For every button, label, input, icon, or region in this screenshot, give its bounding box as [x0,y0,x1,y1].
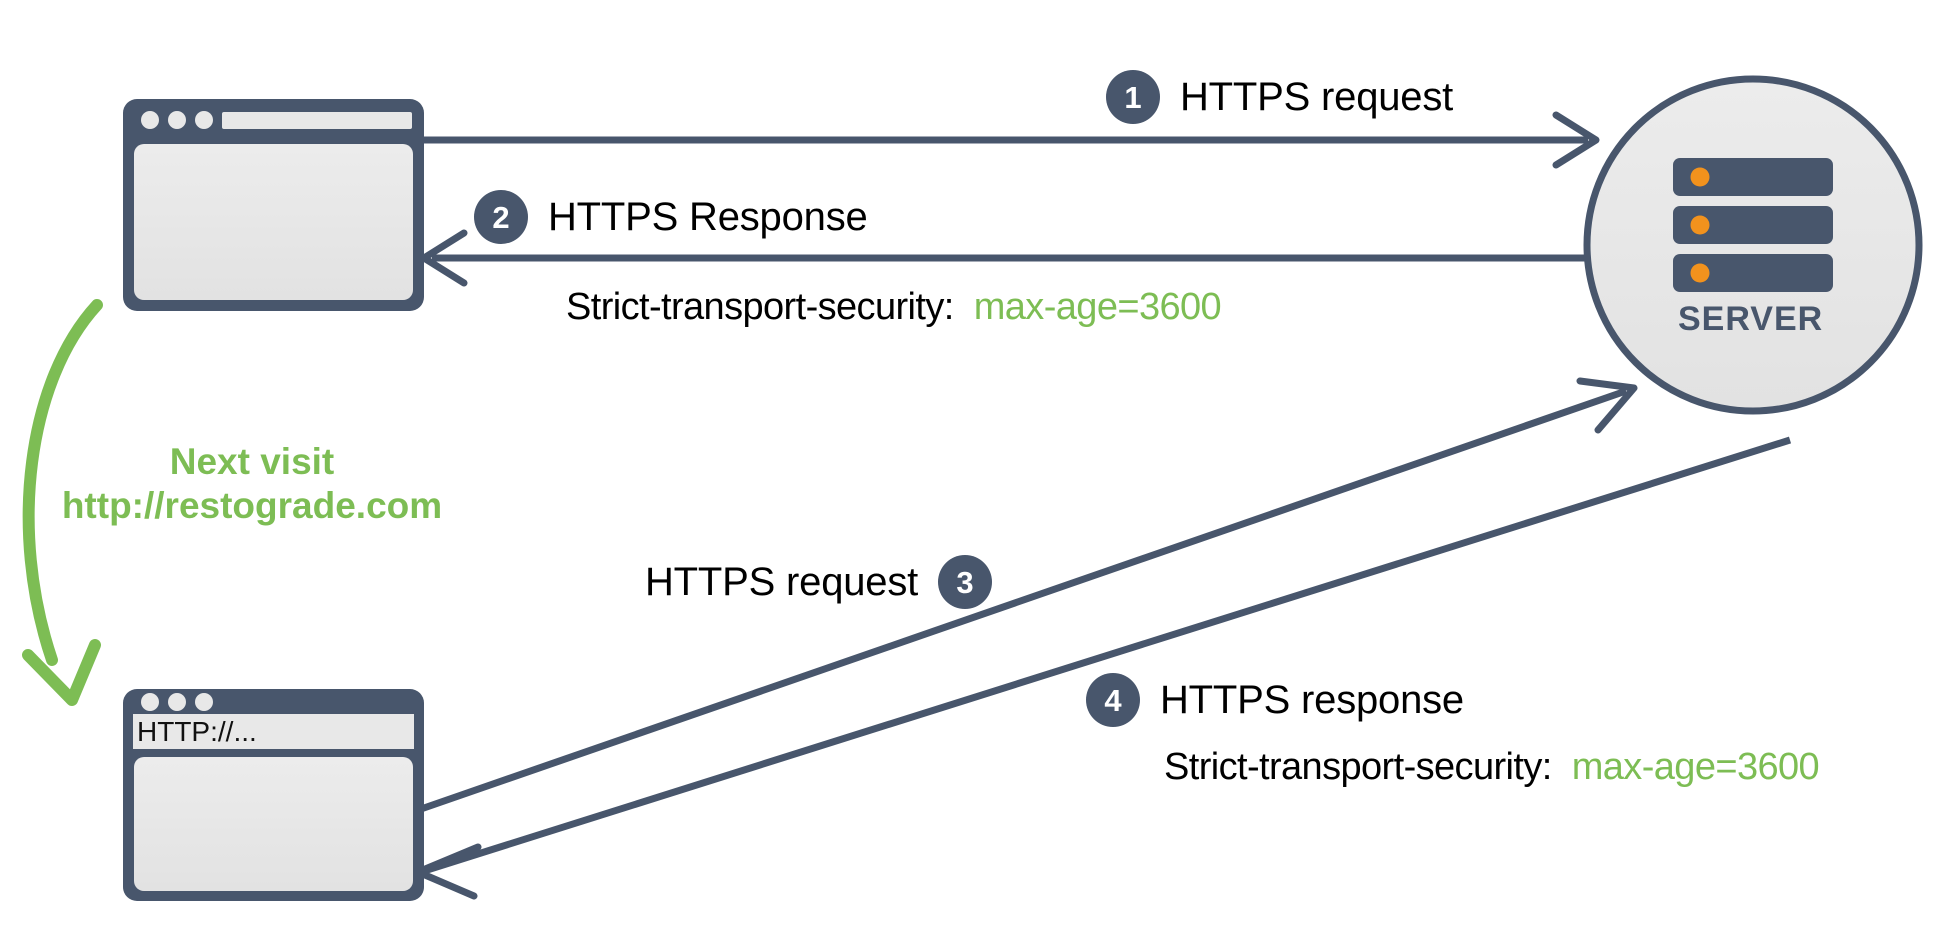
next-visit-arrow [22,299,103,706]
step-4-label: HTTPS response [1160,677,1464,722]
step-3-label: HTTPS request [645,559,919,604]
step-3-label-group: HTTPS request 3 [645,555,993,609]
server-node [1583,75,1923,415]
arrow-step-1 [424,111,1600,169]
window-dot-minimize [168,111,186,129]
window-dot-close [141,693,159,711]
window-dot-close [141,111,159,129]
window-dot-maximize [195,111,213,129]
server-label: SERVER [1678,300,1824,338]
address-bar-bottom-text[interactable]: HTTP://... [137,716,257,747]
step-2-header-group: Strict-transport-security: max-age=3600 [566,286,1222,329]
step-4-header-group: Strict-transport-security: max-age=3600 [1164,746,1820,789]
step-4-label-group: 4 HTTPS response [1086,673,1464,727]
step-4-badge: 4 [1086,673,1140,727]
browser-window-top[interactable] [123,99,424,311]
server-rack-icon [1673,158,1833,292]
window-dot-maximize [195,693,213,711]
next-visit-line-2: http://restograde.com [61,485,443,527]
step-4-header-value: max-age=3600 [1571,746,1820,788]
step-2-badge: 2 [474,190,528,244]
step-2-label: HTTPS Response [548,194,868,239]
step-2-header-name: Strict-transport-security: [566,286,954,328]
step-2-label-group: 2 HTTPS Response [474,190,868,244]
arrow-step-3 [419,377,1638,813]
address-bar-bottom [133,714,414,749]
next-visit-annotation: Next visit http://restograde.com [32,440,472,529]
step-4-header-name: Strict-transport-security: [1164,746,1552,788]
step-1-label: HTTPS request [1180,74,1454,119]
arrow-step-4 [414,436,1792,900]
step-1-badge: 1 [1106,70,1160,124]
browser-window-bottom[interactable] [123,689,424,901]
window-dot-minimize [168,693,186,711]
address-bar-top [222,112,412,129]
step-2-header-value: max-age=3600 [973,286,1222,328]
step-1-label-group: 1 HTTPS request [1106,70,1453,124]
step-3-badge: 3 [938,555,993,609]
next-visit-line-1: Next visit [169,441,335,482]
